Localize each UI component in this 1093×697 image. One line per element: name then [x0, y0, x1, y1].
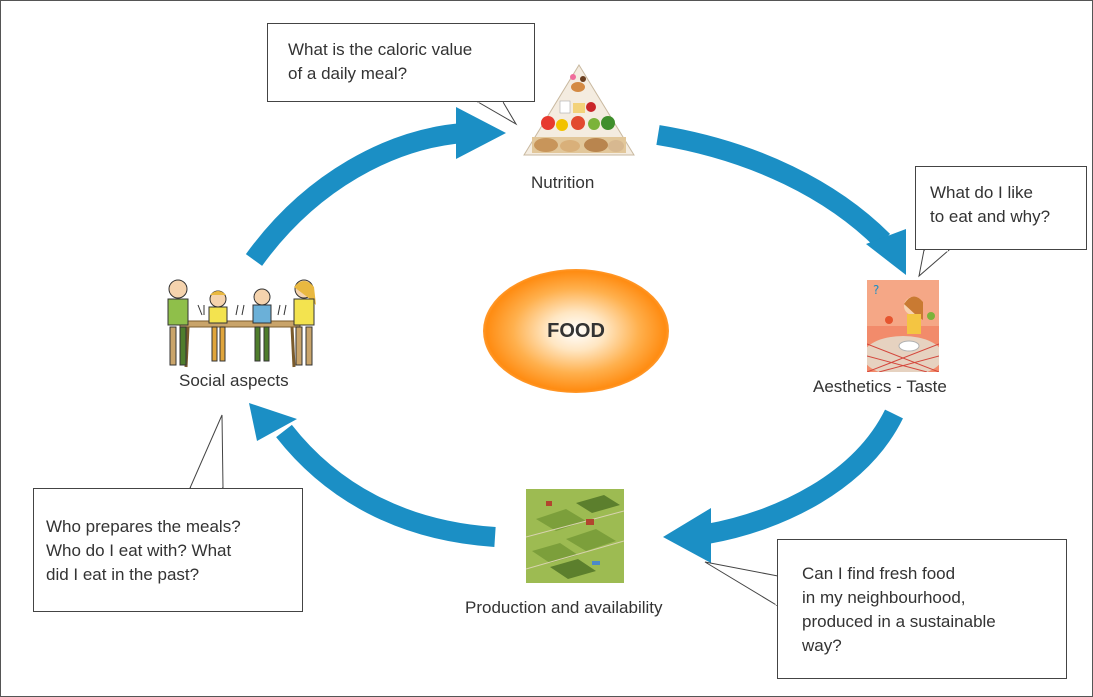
bubble-line: What do I like — [930, 183, 1033, 202]
arrow-head — [663, 508, 711, 563]
label-social: Social aspects — [179, 371, 289, 390]
arrow-aesthetics-to-production — [705, 409, 903, 544]
arrow-nutrition-to-aesthetics — [656, 125, 891, 249]
bubble-aesthetics: What do I like to eat and why? — [915, 166, 1087, 250]
arrow-head — [249, 403, 297, 441]
bubble-line: What is the caloric value — [288, 40, 473, 59]
bubble-line: to eat and why? — [930, 207, 1051, 226]
bubble-tail-social — [189, 414, 224, 489]
bubble-line: way? — [802, 636, 842, 655]
farmland-icon — [526, 489, 624, 583]
bubble-line: in my neighbourhood, — [802, 588, 966, 607]
bubble-nutrition: What is the caloric value of a daily mea… — [267, 23, 535, 102]
label-nutrition: Nutrition — [531, 173, 595, 192]
bubble-tail-production — [704, 561, 779, 607]
family-table-icon — [167, 279, 316, 368]
bubble-line: of a daily meal? — [288, 64, 408, 83]
arrow-production-to-social — [276, 424, 496, 547]
bubble-tail-nutrition — [476, 101, 518, 126]
bubble-line: Who prepares the meals? — [46, 517, 241, 536]
bubble-tail-aesthetics — [918, 249, 951, 278]
bubble-line: produced in a sustainable — [802, 612, 996, 631]
food-pyramid-icon — [523, 64, 635, 156]
bubble-production: Can I find fresh food in my neighbourhoo… — [777, 539, 1067, 679]
food-center: FOOD — [483, 269, 669, 393]
food-label: FOOD — [547, 319, 605, 342]
bubble-social: Who prepares the meals? Who do I eat wit… — [33, 488, 303, 612]
label-aesthetics: Aesthetics - Taste — [813, 377, 947, 396]
label-production: Production and availability — [465, 598, 663, 617]
arrow-social-to-nutrition — [245, 123, 464, 266]
arrow-head — [866, 229, 906, 275]
bubble-line: Can I find fresh food — [802, 564, 956, 583]
bubble-line: Who do I eat with? What — [46, 541, 232, 560]
arrow-head — [456, 107, 506, 159]
bubble-line: did I eat in the past? — [46, 565, 200, 584]
woman-eating-icon: ? — [867, 280, 939, 372]
svg-text:?: ? — [873, 283, 879, 297]
